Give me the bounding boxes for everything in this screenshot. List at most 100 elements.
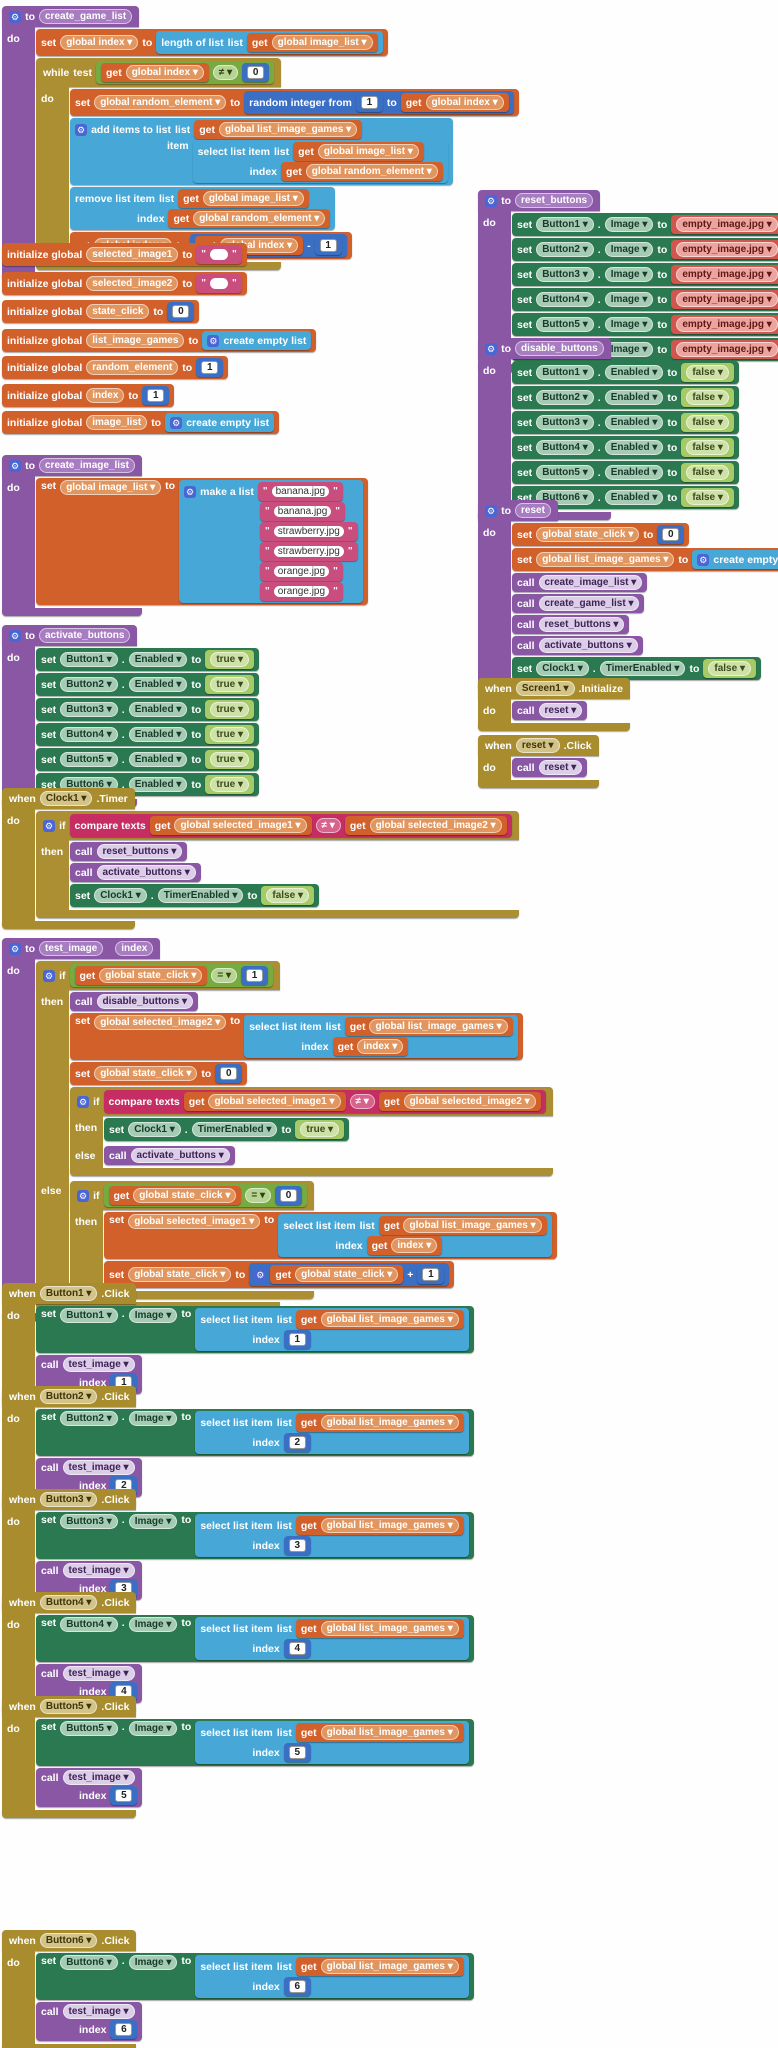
block[interactable]: "banana.jpg" [260,502,346,521]
number-input[interactable]: 1 [422,1268,440,1281]
block[interactable]: "strawberry.jpg" [260,542,358,561]
dropdown-field[interactable]: global state_click ▾ [99,968,203,983]
name-field[interactable]: reset_buttons [515,193,594,208]
dropdown-field[interactable]: test_image ▾ [62,1460,135,1475]
text-input[interactable]: banana.jpg [271,486,330,497]
name-field[interactable]: create_image_list [39,458,135,473]
dropdown-field[interactable]: Button1 ▾ [60,652,118,667]
name-field[interactable]: selected_image1 [86,247,179,262]
dropdown-field[interactable]: Button5 ▾ [536,465,594,480]
block[interactable]: "" [196,245,242,264]
dropdown-field[interactable]: global selected_image1 ▾ [128,1214,261,1229]
block[interactable]: true ▾ [295,1120,345,1139]
dropdown-field[interactable]: global selected_image2 ▾ [94,1015,227,1030]
dropdown-field[interactable]: global selected_image1 ▾ [208,1094,341,1109]
block[interactable]: false ▾ [681,488,734,507]
dropdown-field[interactable]: false ▾ [686,490,729,505]
dropdown-field[interactable]: false ▾ [708,661,751,676]
text-input[interactable]: orange.jpg [273,566,330,577]
block[interactable]: empty_image.jpg ▾ [671,215,778,234]
block[interactable]: false ▾ [681,463,734,482]
block[interactable]: 6 [283,1977,311,1996]
number-input[interactable]: 0 [662,528,680,541]
number-input[interactable]: 1 [319,239,337,252]
mutator-gear-icon[interactable]: ⚙ [485,342,498,355]
dropdown-field[interactable]: Button5 ▾ [39,1699,98,1714]
dropdown-field[interactable]: index ▾ [391,1238,438,1253]
dropdown-field[interactable]: Button4 ▾ [536,292,594,307]
dropdown-field[interactable]: Image ▾ [128,1721,178,1736]
dropdown-field[interactable]: Enabled ▾ [128,652,188,667]
dropdown-field[interactable]: Image ▾ [604,217,654,232]
dropdown-field[interactable]: Enabled ▾ [128,777,188,792]
dropdown-field[interactable]: global state_click ▾ [536,527,640,542]
dropdown-field[interactable]: Enabled ▾ [604,465,664,480]
dropdown-field[interactable]: Clock1 ▾ [536,661,589,676]
block[interactable]: 3 [283,1536,311,1555]
mutator-gear-icon[interactable]: ⚙ [9,10,22,23]
block[interactable]: "orange.jpg" [260,582,343,601]
dropdown-field[interactable]: global index ▾ [60,35,139,50]
dropdown-field[interactable]: Button6 ▾ [60,1955,118,1970]
dropdown-field[interactable]: false ▾ [686,465,729,480]
dropdown-field[interactable]: Image ▾ [604,317,654,332]
dropdown-field[interactable]: Image ▾ [128,1514,178,1529]
dropdown-field[interactable]: = ▾ [211,968,238,983]
mutator-gear-icon[interactable]: ⚙ [485,504,498,517]
block[interactable]: 1 [355,93,383,112]
dropdown-field[interactable]: reset ▾ [515,738,560,753]
dropdown-field[interactable]: Button3 ▾ [60,1514,118,1529]
text-input[interactable]: orange.jpg [273,586,330,597]
name-field[interactable]: state_click [86,304,150,319]
block[interactable]: true ▾ [205,675,255,694]
dropdown-field[interactable]: Clock1 ▾ [94,888,147,903]
text-input[interactable] [210,278,228,289]
dropdown-field[interactable]: Button2 ▾ [39,1389,98,1404]
name-field[interactable]: list_image_games [86,333,185,348]
dropdown-field[interactable]: Button5 ▾ [60,1721,118,1736]
dropdown-field[interactable]: Enabled ▾ [604,390,664,405]
